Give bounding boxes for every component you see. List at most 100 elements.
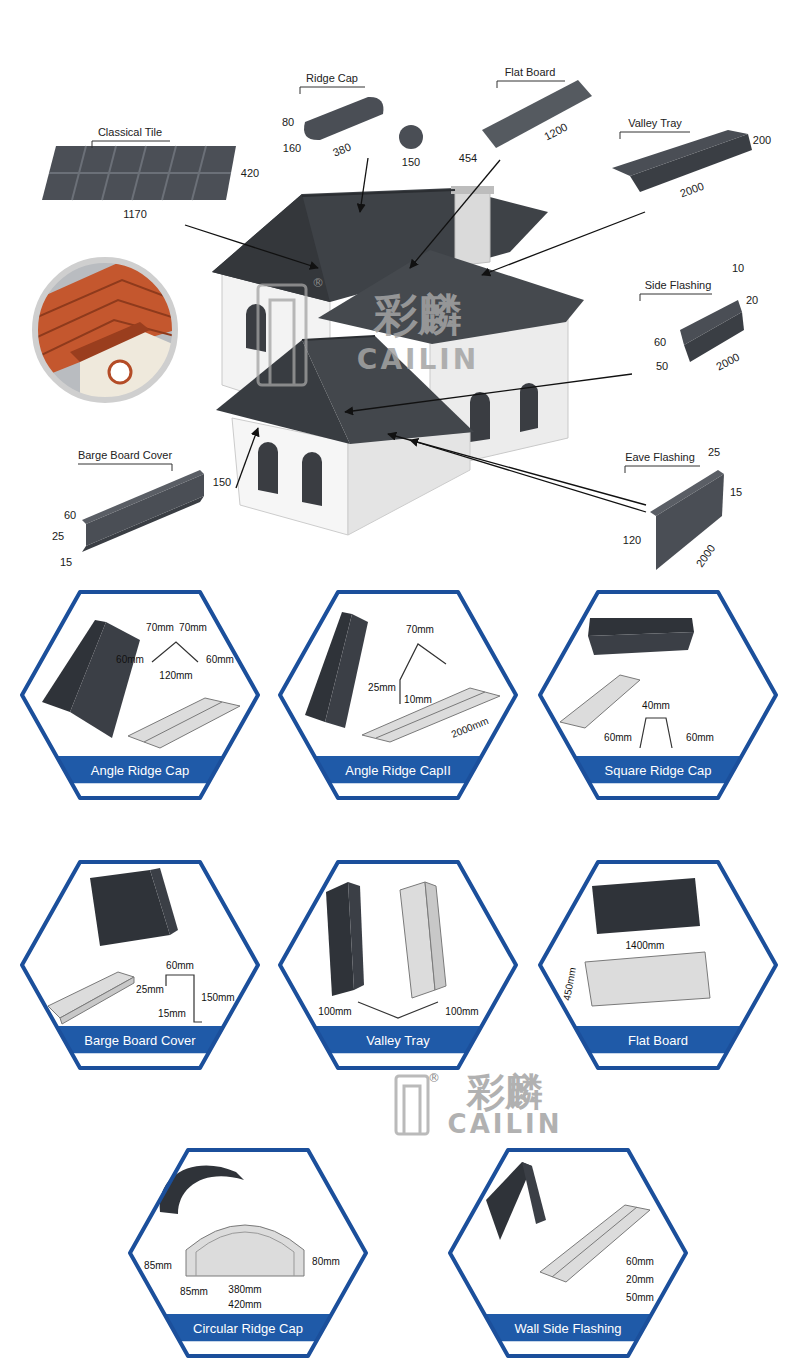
dimension-label: 10: [732, 263, 744, 274]
house-illustration: [470, 392, 490, 442]
product-name: Flat Board: [628, 1033, 688, 1046]
product-hexagon: Flat Board450mm1400mm: [538, 860, 778, 1070]
product-hexagon: Angle Ridge Cap70mm70mm60mm60mm120mm: [20, 590, 260, 800]
dimension-label: 150mm: [201, 993, 234, 1003]
dimension-label: 150: [213, 477, 231, 488]
dimension-label: 160: [283, 143, 301, 154]
hexagon-border: [22, 592, 258, 798]
part-name: Side Flashing: [645, 280, 712, 291]
product-drawing: [48, 972, 134, 1018]
dimension-label: 454: [459, 153, 477, 164]
product-drawing: [325, 614, 368, 728]
dimension-label: 420: [241, 168, 259, 179]
title-band: [484, 1314, 651, 1341]
part-name: Barge Board Cover: [78, 450, 172, 461]
part-name: Flat Board: [505, 67, 556, 78]
product-hexagon: Square Ridge Cap40mm60mm60mm: [538, 590, 778, 800]
product-name: Wall Side Flashing: [514, 1321, 621, 1334]
dimension-label: 60mm: [206, 655, 234, 665]
photo-inset: [35, 260, 175, 400]
dimension-label: 70mm: [179, 623, 207, 633]
dimension-label: 85mm: [144, 1261, 172, 1271]
dimension-label: 50: [656, 361, 668, 372]
dimension-label: 80mm: [312, 1257, 340, 1267]
product-drawing: [585, 952, 710, 1006]
product-drawing: [152, 642, 198, 662]
dimension-label: 100mm: [318, 1007, 351, 1017]
dimension-label: 2000mm: [450, 716, 490, 740]
part-drawing: [304, 97, 383, 140]
product-drawing: [588, 632, 694, 655]
label-underline: [78, 464, 172, 471]
product-hexagon: Valley Tray100mm100mm: [278, 860, 518, 1070]
product-drawing: [358, 1002, 438, 1018]
product-hexagon: Barge Board Cover60mm25mm150mm15mm: [20, 860, 260, 1070]
leader-arrow: [482, 212, 645, 275]
house-illustration: [246, 304, 266, 352]
part-drawing: [86, 474, 204, 546]
dimension-label: 15: [60, 557, 72, 568]
product-name: Barge Board Cover: [84, 1033, 195, 1046]
product-drawing: [60, 977, 134, 1024]
photo-inset: [109, 361, 131, 383]
product-drawing: [362, 688, 500, 742]
dimension-label: 15: [730, 487, 742, 498]
dimension-label: 20: [746, 295, 758, 306]
dimension-label: 60mm: [166, 961, 194, 971]
dimension-label: 1400mm: [626, 941, 665, 951]
product-name: Square Ridge Cap: [605, 763, 712, 776]
house-illustration: [318, 250, 584, 344]
label-underline: [92, 141, 170, 148]
product-drawing: [540, 1205, 650, 1282]
hexagon-border: [280, 592, 516, 798]
part-drawing: [49, 146, 231, 200]
dimension-label: 60: [654, 337, 666, 348]
product-drawing: [592, 878, 700, 934]
dimension-label: 80: [282, 117, 294, 128]
product-drawing: [560, 675, 640, 728]
leader-arrow: [410, 160, 500, 268]
house-illustration: [520, 383, 538, 432]
product-drawing: [160, 1165, 244, 1214]
title-band: [314, 756, 481, 783]
dimension-label: 420mm: [228, 1300, 261, 1310]
dimension-label: 20mm: [626, 1275, 654, 1285]
product-drawing: [552, 1207, 637, 1277]
dimension-label: 15mm: [158, 1009, 186, 1019]
product-drawing: [128, 698, 240, 748]
title-band: [164, 1314, 331, 1341]
photo-inset: [35, 260, 175, 400]
watermark-logo: [270, 300, 294, 385]
hexagon-border: [540, 862, 776, 1068]
watermark-logo: [396, 1076, 428, 1134]
watermark-logo: [404, 1086, 420, 1134]
dimension-label: 70mm: [406, 625, 434, 635]
part-drawing: [399, 125, 423, 149]
part-name: Classical Tile: [98, 127, 162, 138]
product-drawing: [425, 882, 446, 990]
house-illustration: [348, 432, 470, 535]
product-hexagon: Angle Ridge CapII70mm25mm10mm2000mm: [278, 590, 518, 800]
part-drawing: [82, 496, 204, 552]
product-drawing: [150, 868, 178, 935]
product-hexagon: Wall Side Flashing60mm20mm50mm: [448, 1148, 688, 1358]
leader-arrow: [236, 428, 258, 488]
part-name: Valley Tray: [628, 118, 682, 129]
label-underline: [497, 81, 565, 88]
leader-arrow: [345, 374, 632, 412]
photo-frame: [35, 260, 175, 400]
part-drawing: [656, 474, 724, 570]
dimension-label: 70mm: [146, 623, 174, 633]
watermark: 彩麟: [467, 1073, 543, 1111]
hexagon-border: [130, 1150, 366, 1356]
product-drawing: [348, 882, 364, 990]
house-illustration: [302, 336, 375, 340]
dimension-label: 60mm: [604, 733, 632, 743]
part-drawing: [42, 146, 236, 200]
product-name: Valley Tray: [366, 1033, 429, 1046]
trademark-mark: ®: [312, 277, 324, 289]
leader-arrow: [185, 225, 318, 268]
dimension-label: 380mm: [228, 1285, 261, 1295]
